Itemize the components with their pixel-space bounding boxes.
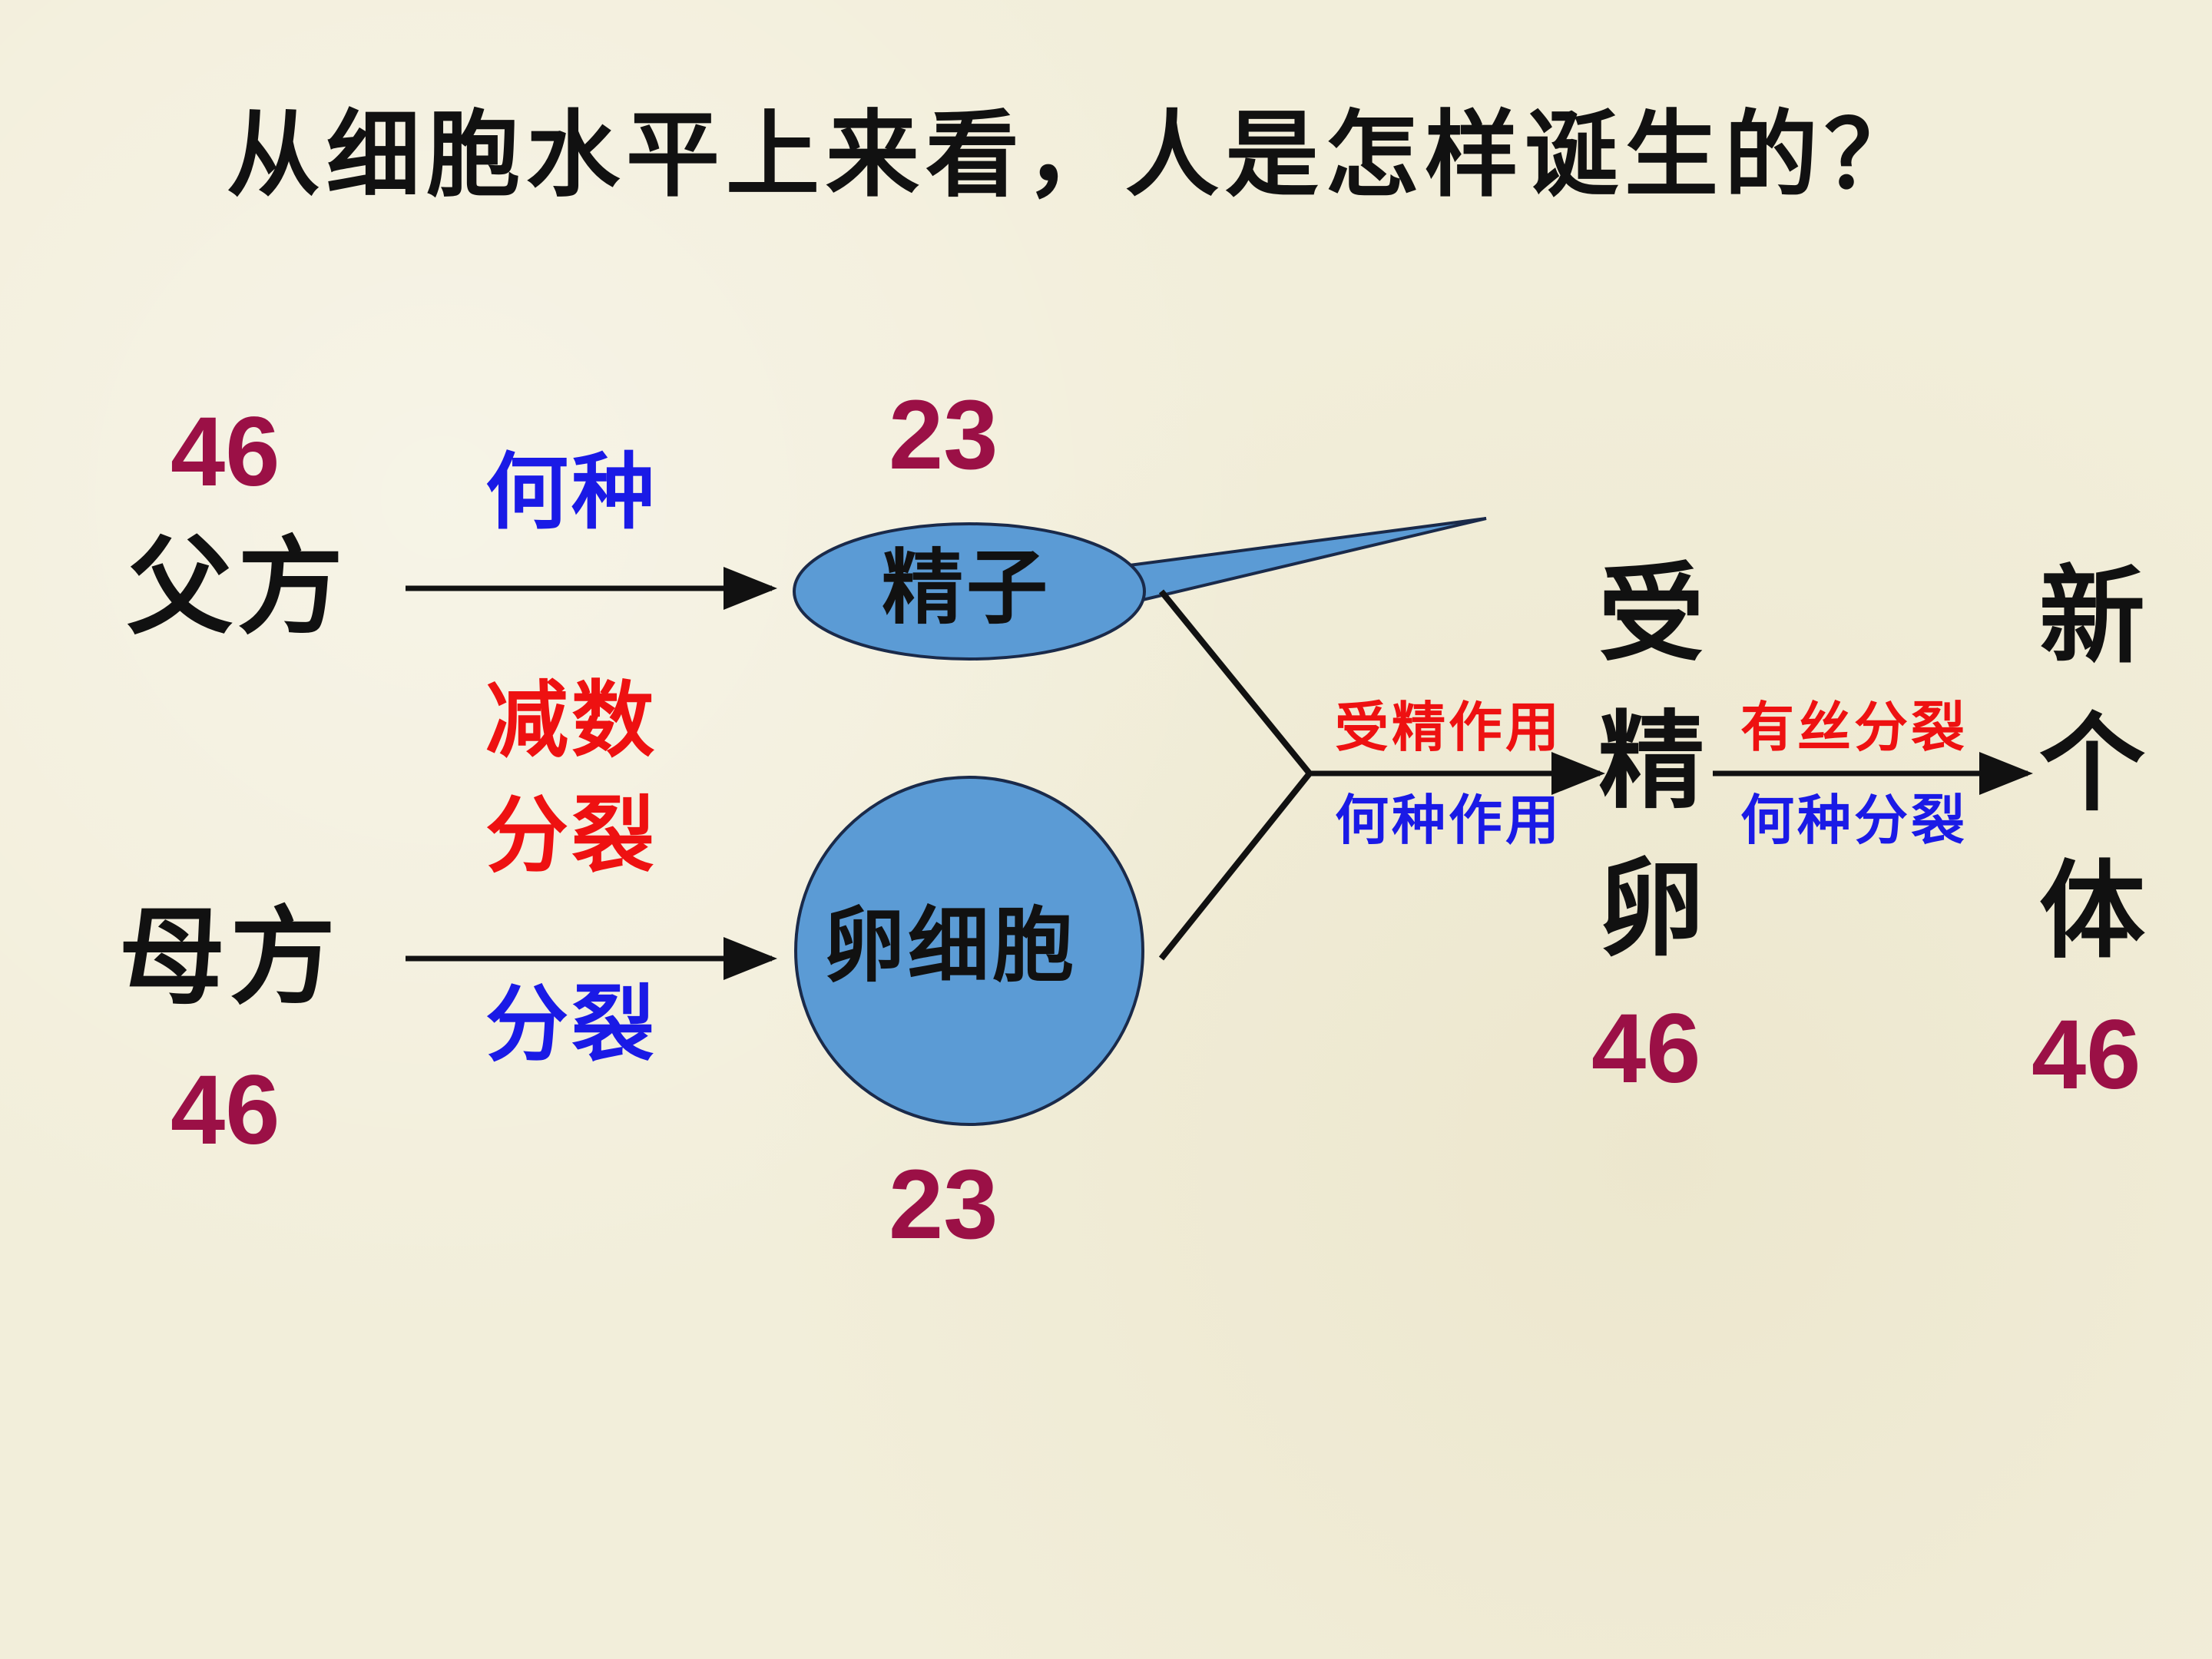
individual-char-1: 新 [2038, 553, 2150, 678]
mother-label: 母方 [119, 894, 341, 1019]
sperm-cell-shape [793, 522, 1146, 661]
zygote-chromosome-count: 46 [1591, 994, 1701, 1104]
egg-label: 卵细胞 [823, 897, 1077, 993]
egg-cell-shape [794, 776, 1144, 1126]
zygote-char-2: 精 [1598, 698, 1709, 823]
fertilization-answer: 受精作用 [1335, 695, 1562, 759]
merge-line-upper [1158, 589, 1313, 776]
sperm-chromosome-count: 23 [889, 380, 998, 490]
division-answer-line1: 减数 [485, 672, 658, 769]
mitosis-answer: 有丝分裂 [1740, 695, 1968, 759]
individual-label: 新 个 体 [2037, 563, 2152, 964]
division-answer-line2: 分裂 [485, 787, 658, 884]
zygote-char-1: 受 [1598, 551, 1709, 676]
mitosis-question: 何种分裂 [1740, 788, 1968, 852]
individual-chromosome-count: 46 [2032, 1000, 2141, 1110]
zygote-label: 受 精 卵 [1596, 561, 1711, 962]
mother-chromosome-count: 46 [171, 1055, 280, 1165]
egg-chromosome-count: 23 [889, 1150, 998, 1260]
father-chromosome-count: 46 [171, 397, 280, 507]
page-title: 从细胞水平上来看，人是怎样诞生的？ [227, 99, 1924, 210]
sperm-label: 精子 [882, 539, 1051, 635]
individual-char-3: 体 [2038, 848, 2150, 973]
individual-char-2: 个 [2038, 700, 2150, 826]
division-question-bottom: 分裂 [485, 976, 658, 1073]
father-label: 父方 [127, 524, 349, 649]
division-question-top: 何种 [485, 444, 658, 541]
fertilization-question: 何种作用 [1335, 788, 1562, 852]
zygote-char-3: 卵 [1598, 846, 1709, 971]
merge-line-lower [1158, 771, 1313, 961]
